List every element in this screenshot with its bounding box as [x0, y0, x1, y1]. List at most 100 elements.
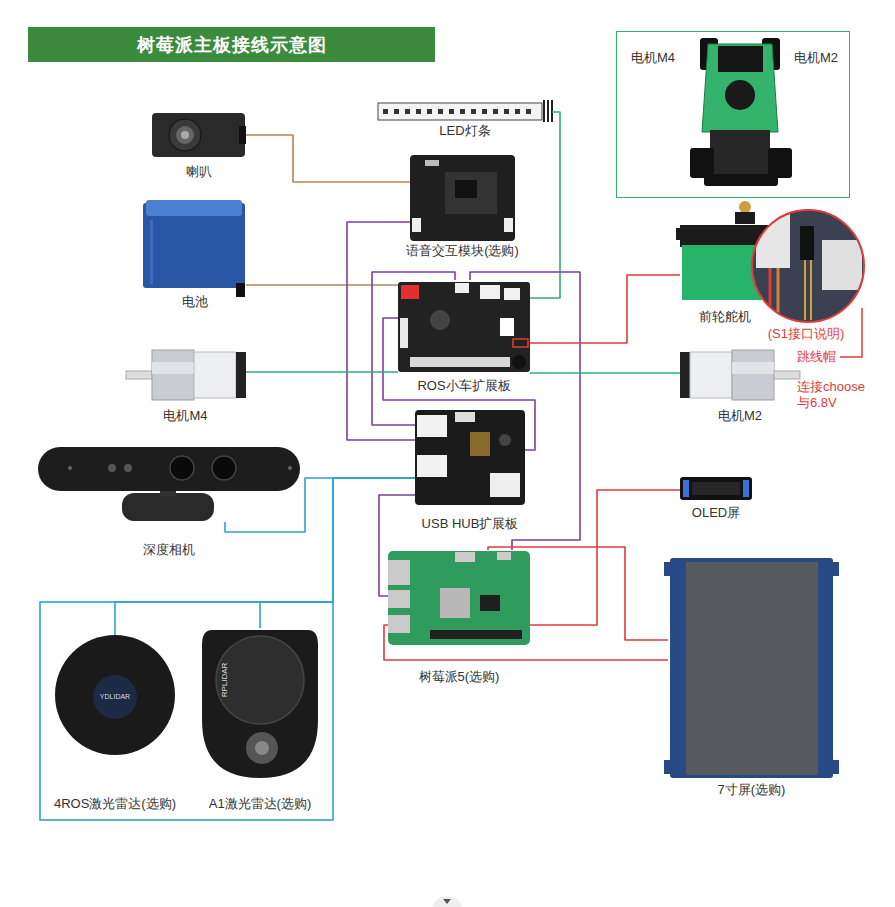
motor: 电机M2 — [680, 345, 800, 405]
oled-screen: OLED屏 — [680, 476, 752, 501]
battery-figure — [143, 200, 245, 297]
car-panel: 电机M4电机M2 — [616, 31, 850, 198]
voice-module: 语音交互模块(选购) — [410, 155, 515, 241]
raspberry-pi-figure — [388, 551, 530, 645]
ros-board-figure — [398, 282, 530, 372]
car-figure — [718, 46, 763, 72]
component-label: 电机M4 — [631, 50, 675, 66]
depth-camera-figure — [68, 466, 72, 470]
wire — [246, 284, 398, 286]
lidar: A1激光雷达(选购) — [200, 628, 320, 778]
component-label: 电机M4 — [163, 408, 207, 424]
led-strip-figure — [438, 109, 443, 114]
wire — [530, 275, 680, 343]
ros-board: ROS小车扩展板 — [398, 280, 530, 375]
voice-module-figure — [410, 155, 515, 241]
wire — [246, 371, 398, 373]
device-marking: YDLIDAR — [100, 693, 130, 701]
led-strip-figure — [378, 100, 553, 122]
wire — [225, 478, 415, 532]
car-figure — [702, 44, 778, 132]
ros-board-figure — [401, 285, 419, 299]
led-strip-figure — [504, 109, 509, 114]
led-strip-figure — [543, 100, 545, 122]
raspberry-pi-figure — [388, 615, 410, 633]
oled-figure — [743, 480, 749, 497]
ros-board-figure — [504, 288, 520, 300]
component-label: OLED屏 — [692, 505, 740, 521]
component-label: 电池 — [182, 294, 208, 310]
car-figure — [710, 130, 770, 175]
component-label: 深度相机 — [143, 542, 195, 558]
lidar-figure — [246, 732, 278, 764]
component-label: 前轮舵机 — [699, 309, 751, 325]
motor-figure — [732, 362, 774, 374]
wire — [372, 272, 455, 425]
car-figure — [725, 80, 755, 110]
seven-inch-screen-figure — [664, 558, 839, 778]
callout-note: (S1接口说明) — [768, 326, 845, 342]
s1-inset — [800, 226, 814, 260]
led-strip-figure — [383, 109, 531, 114]
ros-board-figure — [500, 318, 514, 336]
speaker-figure — [176, 126, 194, 144]
wire — [384, 625, 668, 660]
wire — [530, 490, 680, 625]
depth-camera-figure — [212, 456, 236, 480]
motor: 电机M4 — [125, 345, 246, 405]
battery-figure — [150, 220, 153, 284]
device-marking: RPLIDAR — [220, 663, 230, 698]
s1-inset — [752, 210, 864, 322]
seven-inch-screen-figure — [686, 562, 818, 775]
depth-camera-figure — [122, 493, 214, 521]
servo-figure — [735, 212, 755, 224]
lidar-figure — [216, 636, 304, 724]
led-strip-figure — [515, 109, 520, 114]
usb-hub-figure — [470, 432, 490, 456]
usb-hub-figure — [499, 434, 511, 446]
usb-hub-figure — [490, 473, 520, 497]
led-strip-figure — [378, 103, 542, 120]
title-banner — [28, 27, 435, 62]
s1-inset — [756, 214, 862, 330]
oled-figure — [692, 482, 740, 495]
speaker-figure — [181, 131, 189, 139]
servo: 前轮舵机 — [680, 203, 770, 300]
wire — [379, 495, 415, 596]
page-tab — [443, 899, 451, 904]
led-strip-figure — [551, 100, 553, 122]
led-strip-figure — [383, 109, 388, 114]
led-strip-figure — [449, 109, 454, 114]
s1-inset — [804, 260, 806, 320]
oled-figure — [683, 480, 689, 497]
led-strip-figure — [416, 109, 421, 114]
callout-note: 连接choose 与6.8V — [797, 379, 881, 410]
lidar-group-frame — [40, 602, 333, 820]
speaker-figure — [152, 113, 246, 157]
motor-figure — [152, 350, 194, 400]
wire — [260, 478, 415, 628]
led-strip-figure — [526, 109, 531, 114]
motor-figure — [126, 371, 152, 379]
s1-inset — [752, 210, 864, 330]
led-strip-figure — [427, 109, 432, 114]
voice-module-figure — [445, 172, 497, 214]
led-strip-figure — [460, 109, 465, 114]
ros-board-figure — [513, 339, 528, 347]
motor-figure — [774, 371, 800, 379]
s1-inset — [756, 214, 790, 268]
component-label: 4ROS激光雷达(选购) — [54, 796, 176, 812]
voice-module-figure — [425, 160, 439, 166]
component-label: 树莓派5(选购) — [419, 669, 500, 685]
raspberry-pi-figure — [480, 595, 500, 611]
callout-note: 跳线帽 — [797, 349, 836, 365]
led-strip-figure — [471, 109, 476, 114]
wire — [115, 478, 415, 635]
lidar-figure — [93, 675, 137, 719]
lidar-figure — [55, 635, 175, 755]
ros-board-figure — [398, 282, 530, 372]
speaker-figure — [169, 119, 201, 151]
title-band: 树莓派主板接线示意图 — [28, 27, 435, 62]
motor-figure — [194, 352, 236, 398]
car-figure — [690, 148, 714, 178]
